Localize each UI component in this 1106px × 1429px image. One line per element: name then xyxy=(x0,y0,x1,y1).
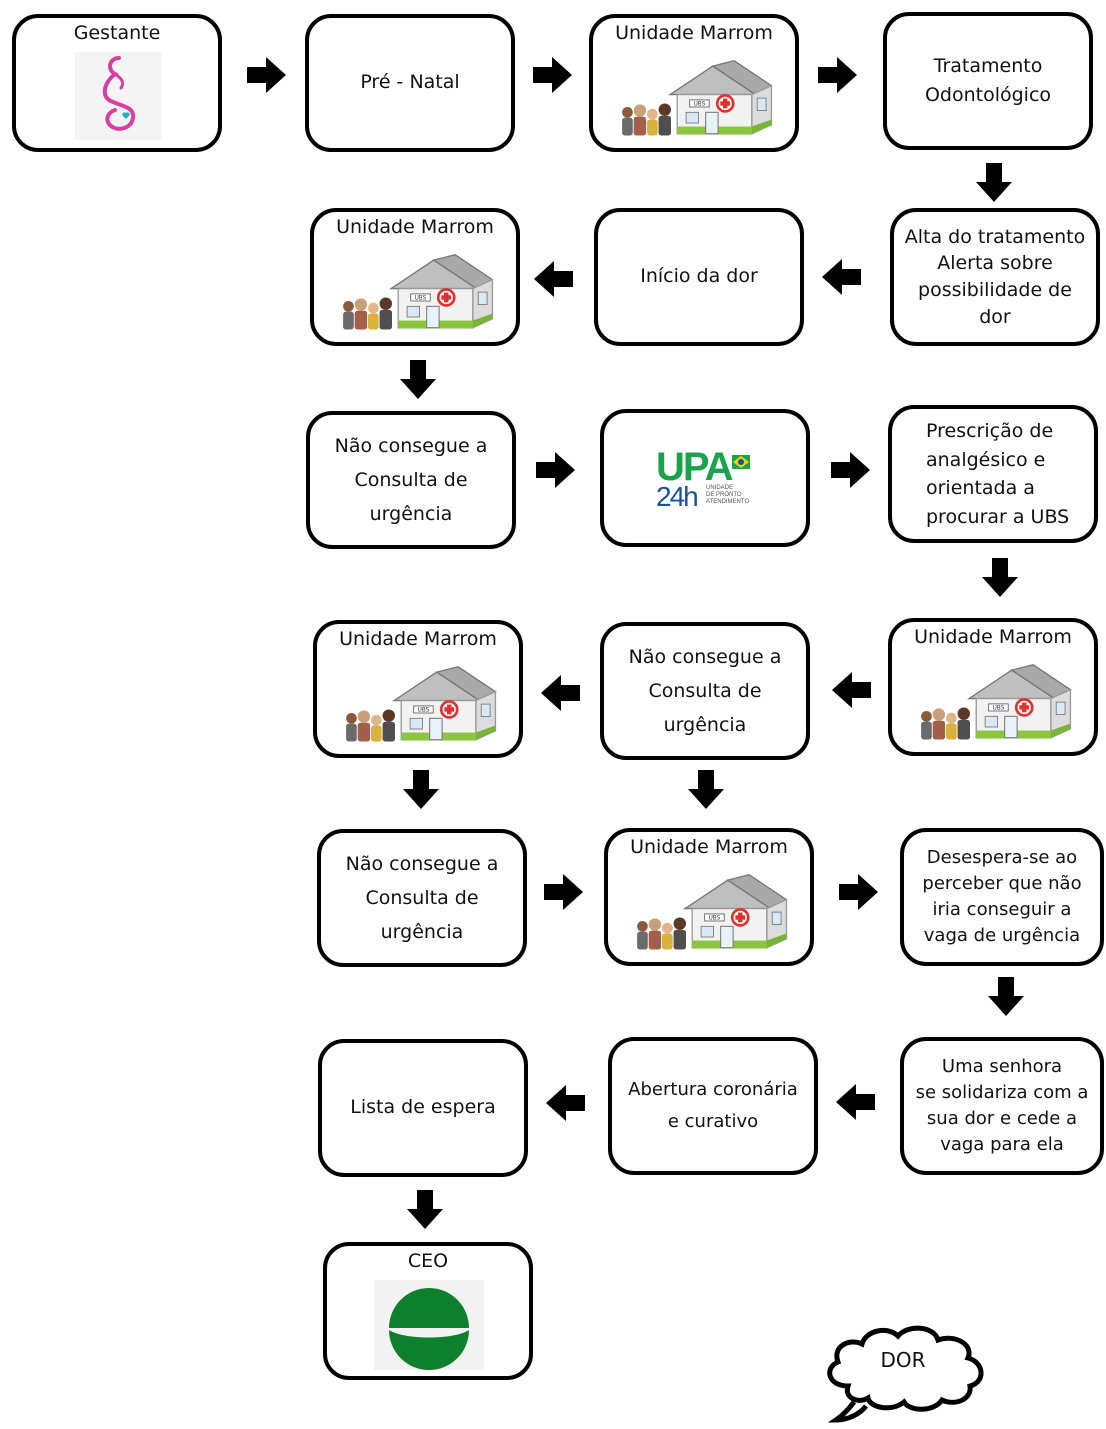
senhora-label: Uma senhora se solidariza com a sua dor … xyxy=(915,1055,1089,1156)
ceo-title: CEO xyxy=(407,1250,449,1272)
unidade-marrom-node-5: Unidade Marrom xyxy=(604,828,814,966)
ubs-building-icon xyxy=(615,54,775,144)
dor-label: DOR xyxy=(880,1348,926,1372)
alta-tratamento-node: Alta do tratamento Alerta sobre possibil… xyxy=(890,208,1100,346)
lista-espera-node: Lista de espera xyxy=(318,1039,528,1177)
unidade-marrom-node-2: Unidade Marrom xyxy=(310,208,520,346)
tratamento-label: Tratamento Odontológico xyxy=(924,54,1052,106)
arrow-right-icon xyxy=(533,447,579,493)
nao-consegue-label: Não consegue a Consulta de urgência xyxy=(628,645,782,737)
upa-logo: UPA 24h UNIDADE DE PRONTO ATENDIMENTO xyxy=(656,447,766,513)
unidade-marrom-node-3: Unidade Marrom xyxy=(888,618,1098,756)
arrow-down-icon xyxy=(683,767,729,813)
arrow-right-icon xyxy=(828,447,874,493)
tratamento-node: Tratamento Odontológico xyxy=(883,12,1093,150)
prenatal-node: Pré - Natal xyxy=(305,14,515,152)
arrow-down-icon xyxy=(398,767,444,813)
arrow-left-icon xyxy=(542,1080,588,1126)
inicio-dor-label: Início da dor xyxy=(640,265,758,288)
unidade-marrom-title: Unidade Marrom xyxy=(630,836,788,858)
ceo-node: CEO xyxy=(323,1242,533,1380)
nao-consegue-node-2: Não consegue a Consulta de urgência xyxy=(600,622,810,760)
prescricao-node: Prescrição de analgésico e orientada a p… xyxy=(888,405,1098,543)
arrow-left-icon xyxy=(530,256,576,302)
desespera-node: Desespera-se ao perceber que não iria co… xyxy=(900,828,1104,966)
abertura-label: Abertura coronária e curativo xyxy=(628,1078,798,1132)
unidade-marrom-node-4: Unidade Marrom xyxy=(313,620,523,758)
dor-thought-cloud-icon xyxy=(827,1325,984,1423)
unidade-marrom-title: Unidade Marrom xyxy=(914,626,1072,648)
arrow-down-icon xyxy=(971,160,1017,206)
arrow-right-icon xyxy=(815,52,861,98)
arrow-right-icon xyxy=(530,52,576,98)
unidade-marrom-title: Unidade Marrom xyxy=(336,216,494,238)
brazil-flag-icon xyxy=(732,455,750,469)
inicio-dor-node: Início da dor xyxy=(594,208,804,346)
gestante-node: Gestante xyxy=(12,14,222,152)
arrow-right-icon xyxy=(244,52,290,98)
ubs-building-icon xyxy=(339,660,499,750)
arrow-left-icon xyxy=(818,254,864,300)
senhora-node: Uma senhora se solidariza com a sua dor … xyxy=(900,1037,1104,1175)
unidade-marrom-title: Unidade Marrom xyxy=(615,22,773,44)
upa-node: UPA 24h UNIDADE DE PRONTO ATENDIMENTO xyxy=(600,409,810,547)
unidade-marrom-node-1: Unidade Marrom xyxy=(589,14,799,152)
arrow-down-icon xyxy=(977,555,1023,601)
nao-consegue-node-3: Não consegue a Consulta de urgência xyxy=(317,829,527,967)
arrow-down-icon xyxy=(395,357,441,403)
pregnant-woman-icon xyxy=(75,52,161,140)
gestante-title: Gestante xyxy=(73,22,161,44)
arrow-down-icon xyxy=(402,1187,448,1233)
unidade-marrom-title: Unidade Marrom xyxy=(339,628,497,650)
nao-consegue-label: Não consegue a Consulta de urgência xyxy=(334,434,488,526)
lista-espera-label: Lista de espera xyxy=(350,1096,496,1119)
prescricao-label: Prescrição de analgésico e orientada a p… xyxy=(926,420,1070,528)
ceo-logo-icon xyxy=(374,1280,484,1370)
alta-tratamento-label: Alta do tratamento Alerta sobre possibil… xyxy=(904,225,1086,328)
upa-logo-main: UPA xyxy=(656,445,733,489)
arrow-right-icon xyxy=(836,869,882,915)
arrow-left-icon xyxy=(828,667,874,713)
prenatal-label: Pré - Natal xyxy=(360,71,460,94)
ubs-building-icon xyxy=(914,658,1074,748)
ubs-building-icon xyxy=(336,248,496,338)
upa-logo-subtitle: UNIDADE DE PRONTO ATENDIMENTO xyxy=(706,485,750,505)
ubs-building-icon xyxy=(630,868,790,958)
abertura-node: Abertura coronária e curativo xyxy=(608,1037,818,1175)
arrow-right-icon xyxy=(541,869,587,915)
arrow-left-icon xyxy=(832,1079,878,1125)
nao-consegue-label: Não consegue a Consulta de urgência xyxy=(345,852,499,944)
upa-logo-24h: 24h xyxy=(656,481,699,512)
nao-consegue-node-1: Não consegue a Consulta de urgência xyxy=(306,411,516,549)
arrow-left-icon xyxy=(537,670,583,716)
desespera-label: Desespera-se ao perceber que não iria co… xyxy=(922,846,1082,947)
arrow-down-icon xyxy=(983,974,1029,1020)
